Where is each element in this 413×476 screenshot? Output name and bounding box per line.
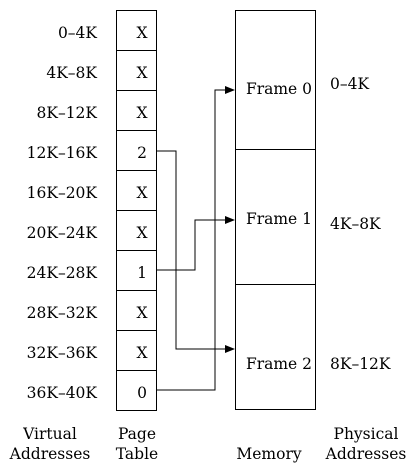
page-table-cell: [116, 130, 157, 171]
physical-memory: Frame 0 Frame 1 Frame 2: [235, 10, 316, 410]
frame-label: Frame 1: [246, 210, 312, 228]
physical-addresses-caption: Addresses: [325, 445, 407, 463]
virtual-address-label: 24K–28K: [27, 264, 98, 282]
page-table-caption: Page: [118, 425, 156, 443]
memory-frame-2: [235, 284, 316, 410]
virtual-address-label: 0–4K: [58, 24, 97, 42]
virtual-address-label: 4K–8K: [46, 64, 97, 82]
memory-frame-1: [235, 149, 316, 285]
page-table-caption: Table: [116, 445, 158, 463]
virtual-address-label: 32K–36K: [27, 344, 98, 362]
page-table-entry: 0: [137, 384, 147, 402]
virtual-addresses-caption: Addresses: [9, 445, 91, 463]
page-table-cell: [116, 370, 157, 411]
frame-label: Frame 2: [246, 355, 312, 373]
frame-label: Frame 0: [246, 80, 312, 98]
page-table-cell: [116, 10, 157, 51]
mapping-arrows: [157, 86, 235, 391]
page-table-entry: 2: [137, 144, 147, 162]
page-table-entry: X: [136, 104, 147, 122]
virtual-address-label: 12K–16K: [27, 144, 98, 162]
virtual-address-label: 20K–24K: [27, 224, 98, 242]
virtual-address-label: 8K–12K: [37, 104, 98, 122]
memory-caption: Memory: [236, 445, 301, 463]
page-table-entry: X: [136, 184, 147, 202]
memory-frame-0: [235, 10, 316, 150]
page-table-cell: [116, 50, 157, 91]
physical-address-labels: 0–4K 4K–8K 8K–12K: [330, 75, 391, 373]
page-table: X X X 2 X X 1 X X 0: [116, 10, 157, 411]
virtual-address-label: 36K–40K: [27, 384, 98, 402]
physical-address-label: 0–4K: [330, 75, 369, 93]
page-table-cell: [116, 290, 157, 331]
page-table-entry: X: [136, 304, 147, 322]
mapping-arrow-page9-to-frame0: [157, 86, 235, 391]
mapping-arrow-page3-to-frame2: [157, 150, 235, 353]
physical-address-label: 4K–8K: [330, 215, 381, 233]
physical-address-label: 8K–12K: [330, 355, 391, 373]
virtual-address-labels: 0–4K 4K–8K 8K–12K 12K–16K 16K–20K 20K–24…: [27, 24, 98, 402]
mapping-arrow-page6-to-frame1: [157, 216, 235, 271]
virtual-address-label: 16K–20K: [27, 184, 98, 202]
page-table-entry: X: [136, 224, 147, 242]
page-table-cell: [116, 210, 157, 251]
virtual-addresses-caption: Virtual: [22, 425, 77, 443]
page-table-entry: 1: [137, 264, 147, 282]
page-table-entry: X: [136, 64, 147, 82]
page-table-entry: X: [136, 344, 147, 362]
captions: Virtual Addresses Page Table Memory Phys…: [9, 425, 407, 463]
physical-addresses-caption: Physical: [334, 425, 399, 443]
virtual-address-label: 28K–32K: [27, 304, 98, 322]
page-table-entry: X: [136, 24, 147, 42]
